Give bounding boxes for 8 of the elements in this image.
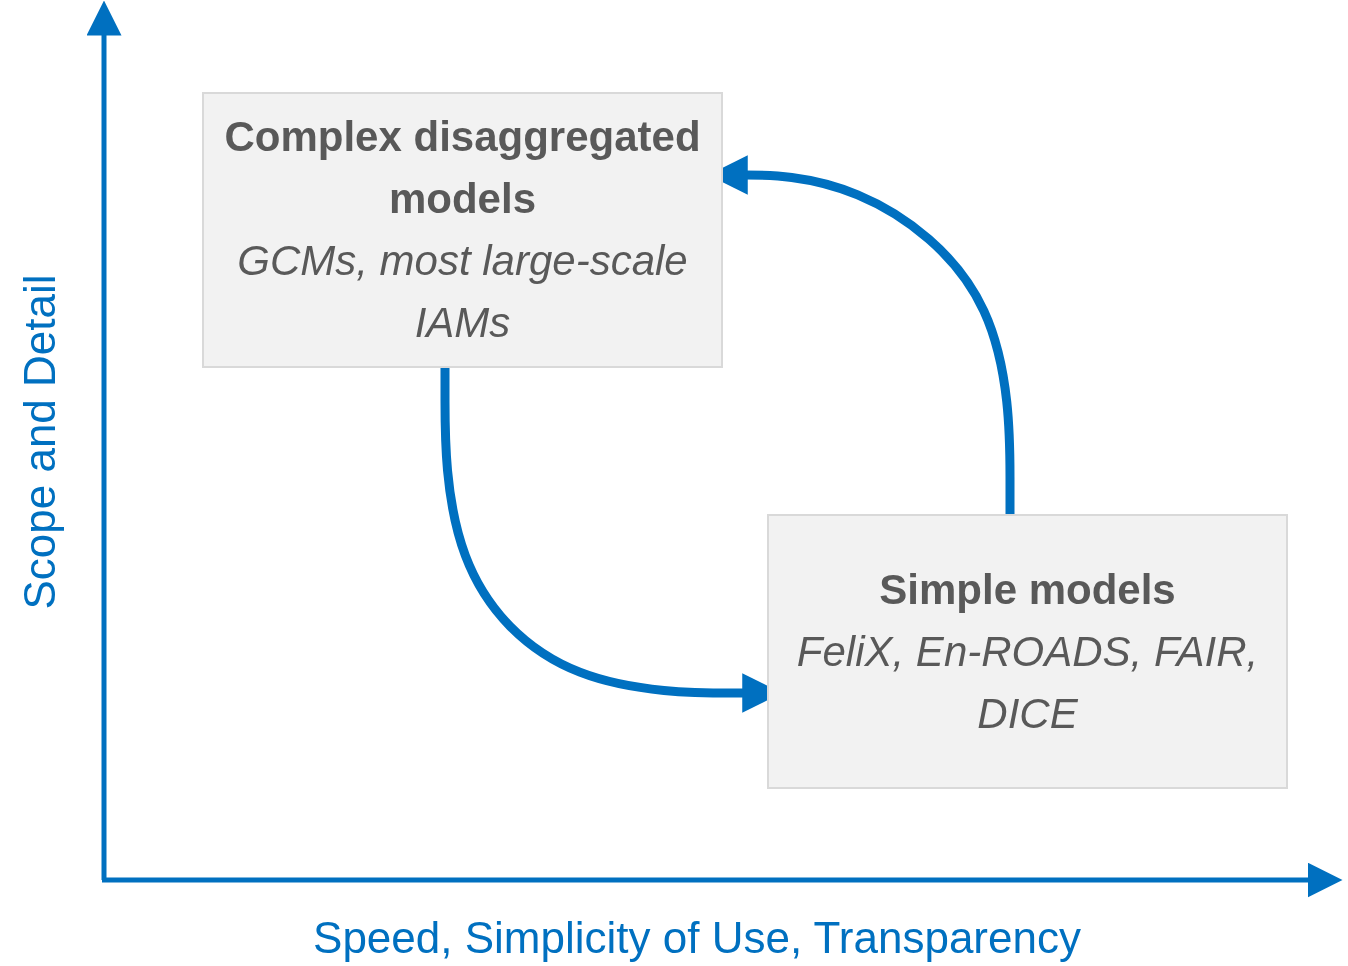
model-examples: GCMs, most large-scale IAMs (236, 236, 689, 348)
model-box (767, 514, 1288, 789)
model-examples: FeliX, En-ROADS, FAIR, DICE (795, 626, 1260, 739)
x-axis-label: Speed, Simplicity of Use, Transparency (313, 912, 1081, 964)
box-title: Simple models (879, 564, 1176, 615)
box-title: Complex disaggregated models (223, 112, 702, 224)
model-box (202, 92, 723, 368)
y-axis-label: Scope and Detail (14, 274, 65, 610)
